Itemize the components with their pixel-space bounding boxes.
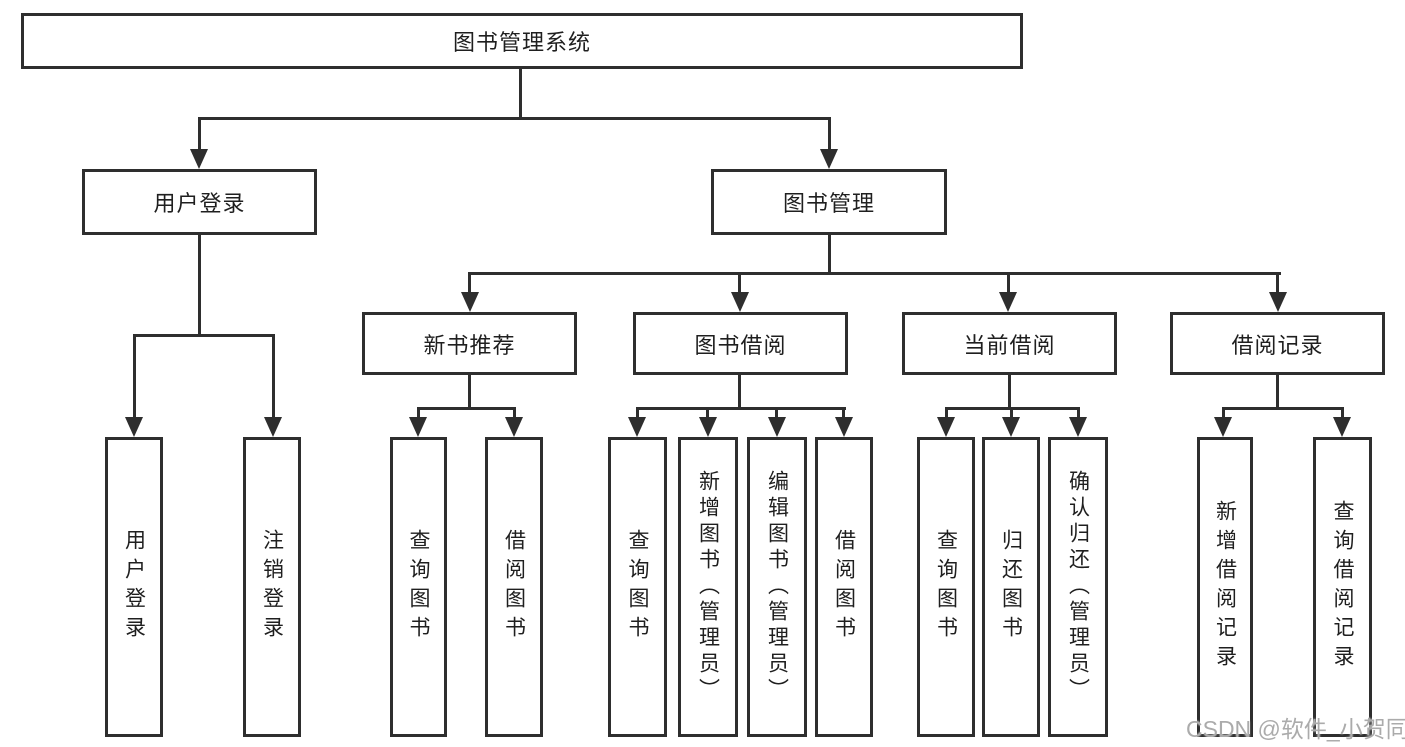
- connector-drop-bb-borrow: [842, 407, 845, 419]
- arrowhead-logout: [264, 417, 282, 437]
- node-label: 新书推荐: [423, 332, 516, 358]
- leaf-confirm-return-admin: 确认归还（管理员）: [1048, 437, 1108, 737]
- arrowhead-rec-query: [1333, 417, 1351, 437]
- connector-bookmgmt-stem: [828, 235, 831, 275]
- connector-records-rail: [1222, 407, 1344, 410]
- leaf-return-books: 归还图书: [982, 437, 1040, 737]
- connector-newbook-stem: [468, 375, 471, 409]
- arrowhead-nb-query: [409, 417, 427, 437]
- node-label: 借阅记录: [1231, 332, 1324, 358]
- node-label: 借阅图书: [502, 529, 526, 645]
- connector-drop-cb-return: [1010, 407, 1013, 419]
- arrowhead-current-borrow: [999, 292, 1017, 312]
- node-label: 图书管理: [782, 191, 875, 216]
- connector-drop-bb-query: [636, 407, 639, 419]
- node-label: 查询图书: [626, 529, 649, 645]
- node-label: 归还图书: [999, 529, 1023, 645]
- node-user-login: 用户登录: [82, 169, 317, 235]
- connector-root-rail: [198, 117, 831, 120]
- arrowhead-cb-return: [1002, 417, 1020, 437]
- arrowhead-cb-query: [937, 417, 955, 437]
- connector-drop-rec-add: [1222, 407, 1225, 419]
- node-label: 图书管理系统: [452, 30, 591, 55]
- node-label: 查询图书: [934, 529, 958, 645]
- arrowhead-new-book: [461, 292, 479, 312]
- leaf-user-login: 用户登录: [105, 437, 163, 737]
- connector-currentborrow-stem: [1008, 375, 1011, 409]
- node-root-library-system: 图书管理系统: [21, 13, 1023, 69]
- leaf-add-books-admin: 新增图书（管理员）: [678, 437, 738, 737]
- arrowhead-user-login: [190, 149, 208, 169]
- connector-drop-bb-add: [706, 407, 709, 419]
- connector-drop-current-borrow: [1007, 272, 1010, 294]
- node-label: 借阅图书: [832, 529, 856, 645]
- node-label: 注销登录: [260, 529, 284, 645]
- connector-bookmgmt-rail: [468, 272, 1281, 275]
- node-label: 编辑图书（管理员）: [765, 470, 789, 704]
- connector-drop-nb-query: [417, 407, 420, 419]
- arrowhead-borrow-records: [1269, 292, 1287, 312]
- node-book-management: 图书管理: [711, 169, 947, 235]
- leaf-current-query-books: 查询图书: [917, 437, 975, 737]
- csdn-watermark: CSDN @软件_小贺同学: [1186, 716, 1405, 742]
- connector-drop-rec-query: [1341, 407, 1344, 419]
- leaf-edit-books-admin: 编辑图书（管理员）: [747, 437, 807, 737]
- node-label: 新增图书（管理员）: [696, 470, 720, 704]
- connector-bookborrow-stem: [738, 375, 741, 409]
- connector-drop-book-borrow: [738, 272, 741, 294]
- leaf-logout: 注销登录: [243, 437, 301, 737]
- node-label: 查询图书: [407, 529, 430, 645]
- leaf-query-borrow-record: 查询借阅记录: [1313, 437, 1372, 737]
- connector-drop-cb-query: [945, 407, 948, 419]
- node-current-borrow: 当前借阅: [902, 312, 1117, 375]
- node-label: 查询借阅记录: [1331, 500, 1354, 674]
- connector-bookborrow-rail: [636, 407, 846, 410]
- leaf-borrow-query-books: 查询图书: [608, 437, 667, 737]
- connector-drop-user-login: [198, 117, 201, 151]
- node-label: 新增借阅记录: [1213, 500, 1237, 674]
- arrowhead-nb-borrow: [505, 417, 523, 437]
- connector-drop-bb-edit: [775, 407, 778, 419]
- leaf-add-borrow-record: 新增借阅记录: [1197, 437, 1253, 737]
- node-label: 确认归还（管理员）: [1066, 470, 1090, 704]
- arrowhead-bb-add: [699, 417, 717, 437]
- node-new-book-recommend: 新书推荐: [362, 312, 577, 375]
- leaf-newbook-query-books: 查询图书: [390, 437, 447, 737]
- node-label: 当前借阅: [963, 332, 1056, 358]
- node-label: 用户登录: [153, 191, 246, 216]
- connector-userlogin-rail: [133, 334, 275, 337]
- arrowhead-rec-add: [1214, 417, 1232, 437]
- connector-drop-logout: [272, 334, 275, 417]
- arrowhead-book-mgmt: [820, 149, 838, 169]
- connector-drop-new-book: [468, 272, 471, 294]
- connector-userlogin-stem: [198, 235, 201, 337]
- connector-records-stem: [1276, 375, 1279, 409]
- leaf-newbook-borrow-books: 借阅图书: [485, 437, 543, 737]
- connector-newbook-rail: [417, 407, 516, 410]
- leaf-borrow-books: 借阅图书: [815, 437, 873, 737]
- arrowhead-bb-borrow: [835, 417, 853, 437]
- connector-root-stem: [519, 69, 522, 119]
- node-label: 用户登录: [122, 529, 146, 645]
- node-label: 图书借阅: [694, 332, 787, 358]
- connector-drop-login: [133, 334, 136, 417]
- node-book-borrow: 图书借阅: [633, 312, 848, 375]
- connector-drop-borrow-records: [1276, 272, 1279, 294]
- arrowhead-book-borrow: [731, 292, 749, 312]
- arrowhead-bb-query: [628, 417, 646, 437]
- arrowhead-bb-edit: [768, 417, 786, 437]
- arrowhead-cb-confirm: [1069, 417, 1087, 437]
- connector-drop-nb-borrow: [513, 407, 516, 419]
- node-borrow-records: 借阅记录: [1170, 312, 1385, 375]
- arrowhead-login: [125, 417, 143, 437]
- connector-drop-book-mgmt: [828, 117, 831, 151]
- connector-drop-cb-confirm: [1077, 407, 1080, 419]
